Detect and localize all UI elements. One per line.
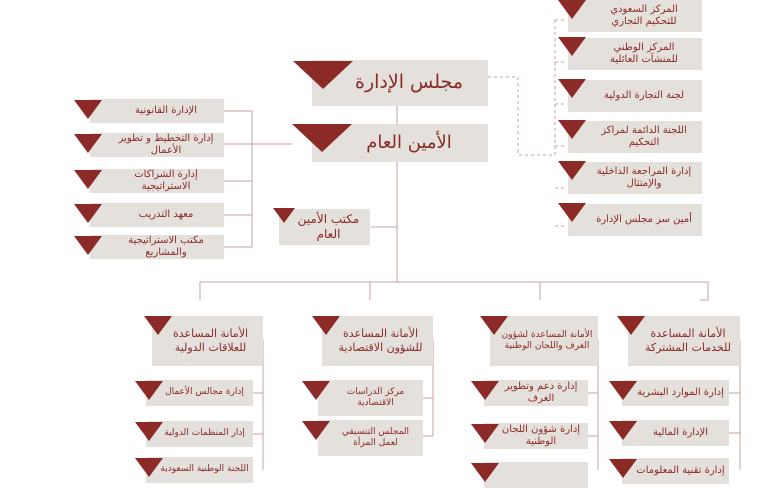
dept-label: إدارة التخطيط و تطوير الأعمال	[118, 132, 214, 157]
board-unit-label: المركز الوطني للمنشآت العائلية	[610, 41, 678, 66]
board-unit-label: إدارة المراجعة الداخلية والإمتثال	[596, 165, 692, 190]
unit-marker-icon	[302, 381, 330, 400]
unit-blank	[484, 462, 588, 488]
board-unit-arbitration-center[interactable]: المركز السعودي للتحكيم التجاري	[568, 0, 702, 32]
board-unit-marker-icon	[558, 37, 586, 56]
board-unit-arbitration-committee[interactable]: اللجنة الدائمة لمراكز التحكيم	[568, 121, 702, 153]
assistant-chambers[interactable]: الأمانة المساعدة لشؤون الغرف واللجان الو…	[490, 316, 598, 366]
unit-label: اللجنة الوطنية السعودية	[160, 464, 249, 475]
board-label: مجلس الإدارة	[355, 71, 463, 94]
assistant-label: الأمانة المساعدة للشؤون الاقتصادية	[338, 327, 423, 354]
unit-label: إدار المنظمات الدولية	[164, 428, 245, 439]
dept-label: معهد التدريب	[138, 208, 194, 220]
unit-marker-icon	[135, 458, 163, 477]
secretary-general-marker-icon	[292, 124, 352, 152]
unit-label: إدارة شؤون اللجان الوطنية	[501, 423, 581, 448]
unit-marker-icon	[609, 381, 637, 400]
board-unit-label: لجنة التجارة الدولية	[604, 89, 684, 101]
unit-women-council[interactable]: المجلس التنسيقي لعمل المرأة	[318, 420, 423, 456]
board-unit-label: أمين سر مجلس الإدارة	[596, 213, 692, 225]
unit-label: إدارة دعم وتطوير الغرف	[504, 380, 578, 405]
board-unit-board-secretary[interactable]: أمين سر مجلس الإدارة	[568, 204, 702, 236]
board-unit-family-business[interactable]: المركز الوطني للمنشآت العائلية	[568, 38, 702, 70]
connector-lines	[199, 19, 741, 470]
unit-marker-icon	[135, 381, 163, 400]
assistant-marker-icon	[144, 316, 172, 335]
board-unit-marker-icon	[558, 161, 586, 180]
unit-marker-icon	[135, 422, 163, 441]
unit-label: إدارة الموارد البشرية	[637, 386, 724, 398]
dept-strategy[interactable]: مكتب الاستراتيجية والمشاريع	[90, 235, 224, 259]
unit-label: إدارة مجالس الأعمال	[165, 387, 244, 398]
unit-marker-icon	[609, 421, 637, 440]
unit-finance[interactable]: الإدارة المالية	[622, 420, 729, 446]
board-unit-label: المركز السعودي للتحكيم التجاري	[610, 3, 678, 28]
assistant-label: الأمانة المساعدة لشؤون الغرف واللجان الو…	[501, 329, 593, 351]
board-unit-marker-icon	[558, 120, 586, 139]
assistant-marker-icon	[617, 316, 645, 335]
board-unit-marker-icon	[558, 203, 586, 222]
dept-training[interactable]: معهد التدريب	[90, 203, 224, 227]
unit-business-councils[interactable]: إدارة مجالس الأعمال	[146, 380, 253, 406]
board-unit-marker-icon	[558, 0, 586, 19]
assistant-label: الأمانة المساعدة للخدمات المشتركة	[644, 327, 732, 354]
unit-chambers-support[interactable]: إدارة دعم وتطوير الغرف	[484, 380, 588, 406]
dept-marker-icon	[74, 134, 102, 153]
unit-label: مركز الدراسات الاقتصادية	[346, 386, 405, 408]
assistant-marker-icon	[480, 316, 508, 335]
unit-marker-icon	[471, 424, 499, 443]
unit-marker-icon	[302, 421, 330, 440]
unit-label: الإدارة المالية	[652, 426, 709, 438]
assistant-label: الأمانة المساعدة للعلاقات الدولية	[172, 327, 249, 354]
dept-label: إدارة الشراكات الاستراتيجية	[134, 168, 198, 193]
unit-it[interactable]: إدارة تقنية المعلومات	[622, 458, 729, 484]
unit-marker-icon	[471, 463, 499, 482]
board-unit-label: اللجنة الدائمة لمراكز التحكيم	[601, 124, 687, 149]
unit-marker-icon	[471, 381, 499, 400]
dept-marker-icon	[74, 204, 102, 223]
board-marker-icon	[293, 61, 353, 89]
secretary-general-label: الأمين العام	[366, 131, 452, 153]
unit-label: إدارة تقنية المعلومات	[636, 464, 725, 476]
secretary-office-marker-icon	[273, 208, 295, 223]
unit-hr[interactable]: إدارة الموارد البشرية	[622, 380, 729, 406]
board-unit-internal-audit[interactable]: إدارة المراجعة الداخلية والإمتثال	[568, 162, 702, 194]
unit-national-committees[interactable]: إدارة شؤون اللجان الوطنية	[484, 423, 588, 449]
unit-label: المجلس التنسيقي لعمل المرأة	[341, 426, 410, 448]
dept-marker-icon	[74, 236, 102, 255]
assistant-marker-icon	[312, 316, 340, 335]
board-unit-intl-trade[interactable]: لجنة التجارة الدولية	[568, 80, 702, 112]
dept-label: مكتب الاستراتيجية والمشاريع	[128, 234, 204, 259]
dept-partnerships[interactable]: إدارة الشراكات الاستراتيجية	[90, 169, 224, 193]
secretary-office-label: مكتب الأمين العام	[297, 212, 360, 241]
dept-label: الإدارة القانونية	[135, 104, 198, 116]
dept-legal[interactable]: الإدارة القانونية	[90, 99, 224, 123]
assistant-shared-services[interactable]: الأمانة المساعدة للخدمات المشتركة	[628, 316, 740, 366]
dept-planning[interactable]: إدارة التخطيط و تطوير الأعمال	[90, 133, 224, 157]
unit-marker-icon	[609, 459, 637, 478]
assistant-economic[interactable]: الأمانة المساعدة للشؤون الاقتصادية	[322, 316, 433, 366]
dept-marker-icon	[74, 170, 102, 189]
dept-marker-icon	[74, 100, 102, 119]
unit-intl-organizations[interactable]: إدار المنظمات الدولية	[146, 421, 253, 447]
board-unit-marker-icon	[558, 79, 586, 98]
unit-economic-studies[interactable]: مركز الدراسات الاقتصادية	[318, 380, 423, 416]
